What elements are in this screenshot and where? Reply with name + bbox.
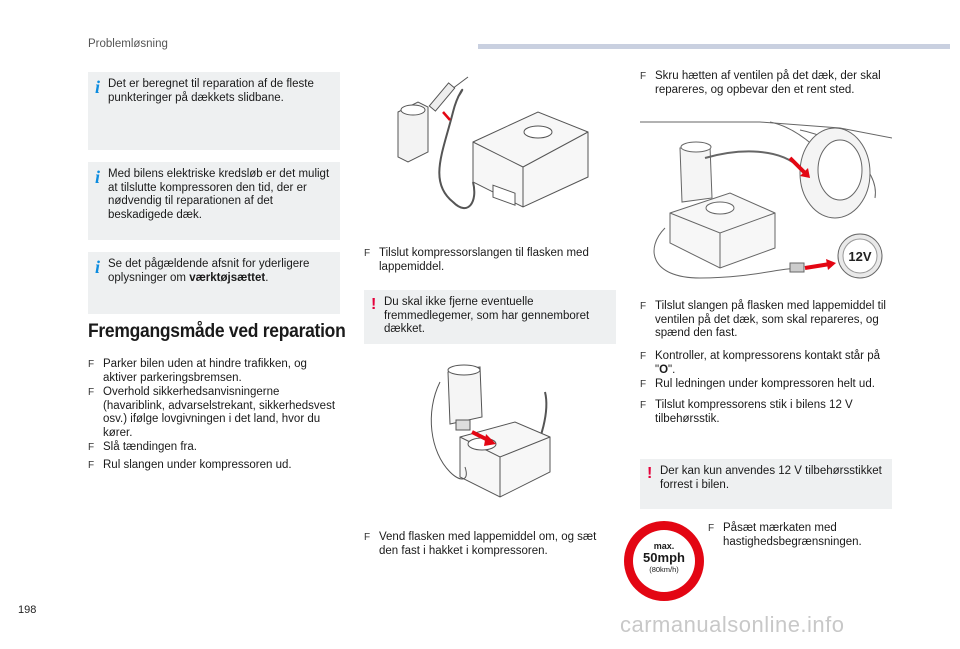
warning-box-foreign-objects: ! Du skal ikke fjerne eventuelle fremmed… — [364, 290, 616, 344]
warning-text: Der kan kun anvendes 12 V tilbehørsstikk… — [660, 465, 882, 491]
step-unscrew-valve-cap: F Skru hætten af ventilen på det dæk, de… — [640, 70, 881, 96]
info-box-repair-scope: i Det er beregnet til reparation af de f… — [88, 72, 340, 150]
step-bullet: F — [640, 301, 647, 312]
step-plug-in-socket: F Tilslut kompressorens stik i bilens 12… — [640, 399, 853, 425]
step-safety: F Overhold sikkerhedsanvisningerne (hava… — [88, 386, 336, 439]
step-bullet: F — [88, 460, 95, 471]
speed-limit-sticker: max. 50mph (80km/h) — [624, 521, 704, 601]
step-bullet: F — [364, 248, 371, 259]
info-box-toolkit: i Se det pågældende afsnit for yderliger… — [88, 252, 340, 314]
page-number: 198 — [18, 604, 37, 616]
step-bullet: F — [708, 523, 715, 534]
step-unroll-hose: F Rul slangen under kompressoren ud. — [88, 459, 292, 471]
speed-kmh-value: (80km/h) — [649, 565, 679, 574]
info-icon: i — [95, 167, 101, 187]
step-unroll-cable: F Rul ledningen under kompressoren helt … — [640, 378, 875, 390]
section-header: Problemløsning — [88, 38, 168, 50]
warning-icon: ! — [647, 465, 653, 482]
info-text: Det er beregnet til reparation af de fle… — [108, 78, 314, 104]
step-bullet: F — [640, 71, 647, 82]
warning-box-12v-socket: ! Der kan kun anvendes 12 V tilbehørssti… — [640, 459, 892, 509]
info-text: Se det pågældende afsnit for yderligere … — [108, 258, 310, 284]
info-box-electric-circuit: i Med bilens elektriske kredsløb er det … — [88, 162, 340, 240]
step-bullet: F — [88, 387, 95, 398]
socket-12v-label: 12V — [848, 249, 871, 264]
step-bullet: F — [88, 359, 95, 370]
warning-text: Du skal ikke fjerne eventuelle fremmedle… — [384, 296, 590, 335]
warning-icon: ! — [371, 296, 377, 313]
step-bullet: F — [364, 532, 371, 543]
figure-connect-hose — [388, 72, 598, 232]
step-ignition: F Slå tændingen fra. — [88, 441, 197, 453]
step-park: F Parker bilen uden at hindre trafikken,… — [88, 358, 307, 384]
speed-mph-value: 50mph — [643, 550, 685, 565]
header-bar — [478, 44, 950, 49]
step-bullet: F — [640, 351, 647, 362]
figure-invert-bottle — [420, 362, 560, 512]
speed-max-label: max. — [653, 541, 675, 551]
step-connect-to-valve: F Tilslut slangen på flasken med lappemi… — [640, 300, 886, 339]
figure-connect-to-tyre: 12V — [640, 118, 892, 290]
step-apply-speed-sticker: F Påsæt mærkaten med hastighedsbegrænsni… — [708, 522, 862, 548]
watermark: carmanualsonline.info — [620, 612, 845, 637]
step-bullet: F — [640, 400, 647, 411]
info-text: Med bilens elektriske kredsløb er det mu… — [108, 168, 330, 221]
step-bullet: F — [640, 379, 647, 390]
step-connect-compressor-hose: F Tilslut kompressorslangen til flasken … — [364, 247, 589, 273]
step-check-switch: F Kontroller, at kompressorens kontakt s… — [640, 350, 880, 376]
info-icon: i — [95, 257, 101, 277]
step-bullet: F — [88, 442, 95, 453]
step-invert-bottle: F Vend flasken med lappemiddel om, og sæ… — [364, 531, 597, 557]
info-icon: i — [95, 77, 101, 97]
section-heading: Fremgangsmåde ved reparation — [88, 321, 346, 342]
